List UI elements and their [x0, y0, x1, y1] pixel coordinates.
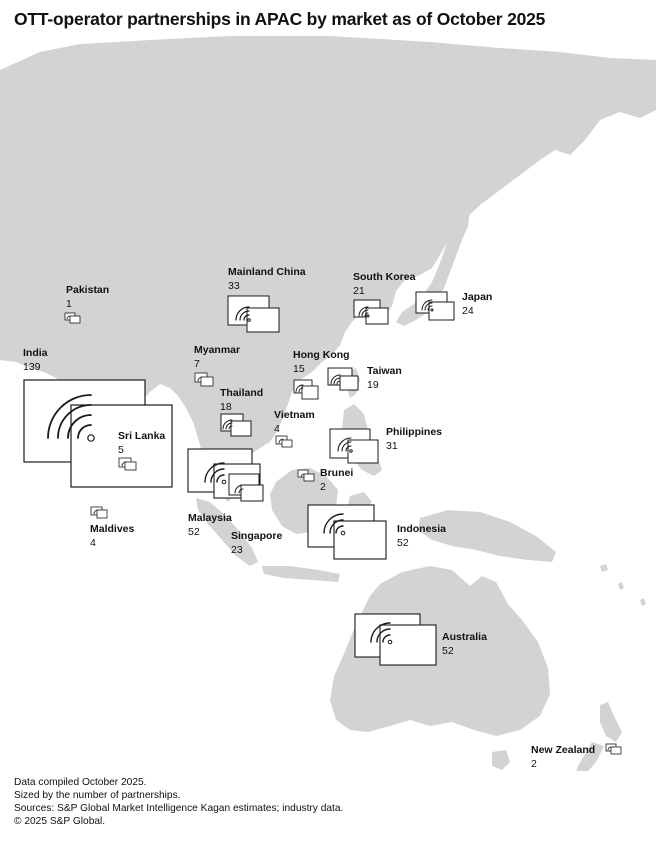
- bubble-maldives: [90, 506, 108, 519]
- map-title: OTT-operator partnerships in APAC by mar…: [14, 9, 546, 29]
- footer-notes: Data compiled October 2025. Sized by the…: [14, 777, 343, 829]
- market-label-pakistan: Pakistan 1: [66, 284, 110, 310]
- landmass-australia: [330, 566, 550, 736]
- market-label-australia: Australia 52: [442, 631, 487, 657]
- market-label-taiwan: Taiwan 19: [367, 365, 402, 391]
- landmass-new-guinea: [418, 510, 556, 562]
- bubble-myanmar: [194, 372, 214, 387]
- market-label-vietnam: Vietnam 4: [274, 409, 315, 435]
- bubble-indonesia: [307, 504, 387, 560]
- footer-sources: Sources: S&P Global Market Intelligence …: [14, 802, 344, 814]
- landmass-tasmania: [492, 750, 510, 770]
- market-label-indonesia: Indonesia 52: [397, 523, 447, 549]
- market-label-new-zealand: New Zealand 2: [531, 744, 596, 770]
- bubble-singapore: [228, 473, 264, 502]
- market-label-philippines: Philippines 31: [386, 426, 443, 452]
- bubble-thailand: [220, 413, 252, 437]
- bubble-south-korea: [353, 299, 389, 325]
- market-label-maldives: Maldives 4: [90, 523, 135, 549]
- landmass-pacific-islands: [600, 564, 646, 606]
- bubble-australia: [354, 613, 437, 666]
- market-label-myanmar: Myanmar 7: [194, 344, 241, 370]
- bubble-new-zealand: [605, 743, 622, 755]
- market-label-thailand: Thailand 18: [220, 387, 264, 413]
- bubble-hong-kong: [293, 379, 319, 400]
- market-label-sri-lanka: Sri Lanka 5: [118, 430, 166, 456]
- market-label-malaysia: Malaysia 52: [188, 512, 232, 538]
- landmass-java: [262, 566, 340, 582]
- bubble-vietnam: [275, 435, 293, 448]
- bubble-mainland-china: [227, 295, 280, 333]
- bubble-india: [23, 379, 173, 488]
- bubble-philippines: [329, 428, 379, 464]
- apac-map: [0, 36, 656, 771]
- market-label-hong-kong: Hong Kong 15: [293, 349, 350, 375]
- landmass-asia: [0, 36, 656, 502]
- market-label-mainland-china: Mainland China 33: [228, 266, 306, 292]
- bubble-taiwan: [327, 367, 359, 391]
- bubble-brunei: [297, 469, 315, 482]
- landmass-new-zealand-south: [576, 742, 604, 771]
- bubble-sri-lanka: [118, 457, 137, 471]
- landmass-new-zealand: [600, 702, 622, 742]
- footer-sizing-note: Sized by the number of partnerships.: [14, 789, 181, 801]
- landmass-hokkaido: [460, 166, 488, 196]
- market-label-brunei: Brunei 2: [320, 467, 354, 493]
- footer-data-compiled: Data compiled October 2025.: [14, 777, 147, 788]
- market-label-south-korea: South Korea 21: [353, 271, 416, 297]
- market-label-singapore: Singapore 23: [231, 530, 283, 556]
- landmass-japan: [396, 198, 470, 326]
- footer-copyright: © 2025 S&P Global.: [14, 815, 106, 827]
- market-label-japan: Japan 24: [462, 291, 493, 317]
- market-label-india: India 139: [23, 347, 48, 373]
- bubble-japan: [415, 291, 455, 321]
- bubble-pakistan: [64, 312, 81, 324]
- landmass-sumatra: [196, 498, 258, 566]
